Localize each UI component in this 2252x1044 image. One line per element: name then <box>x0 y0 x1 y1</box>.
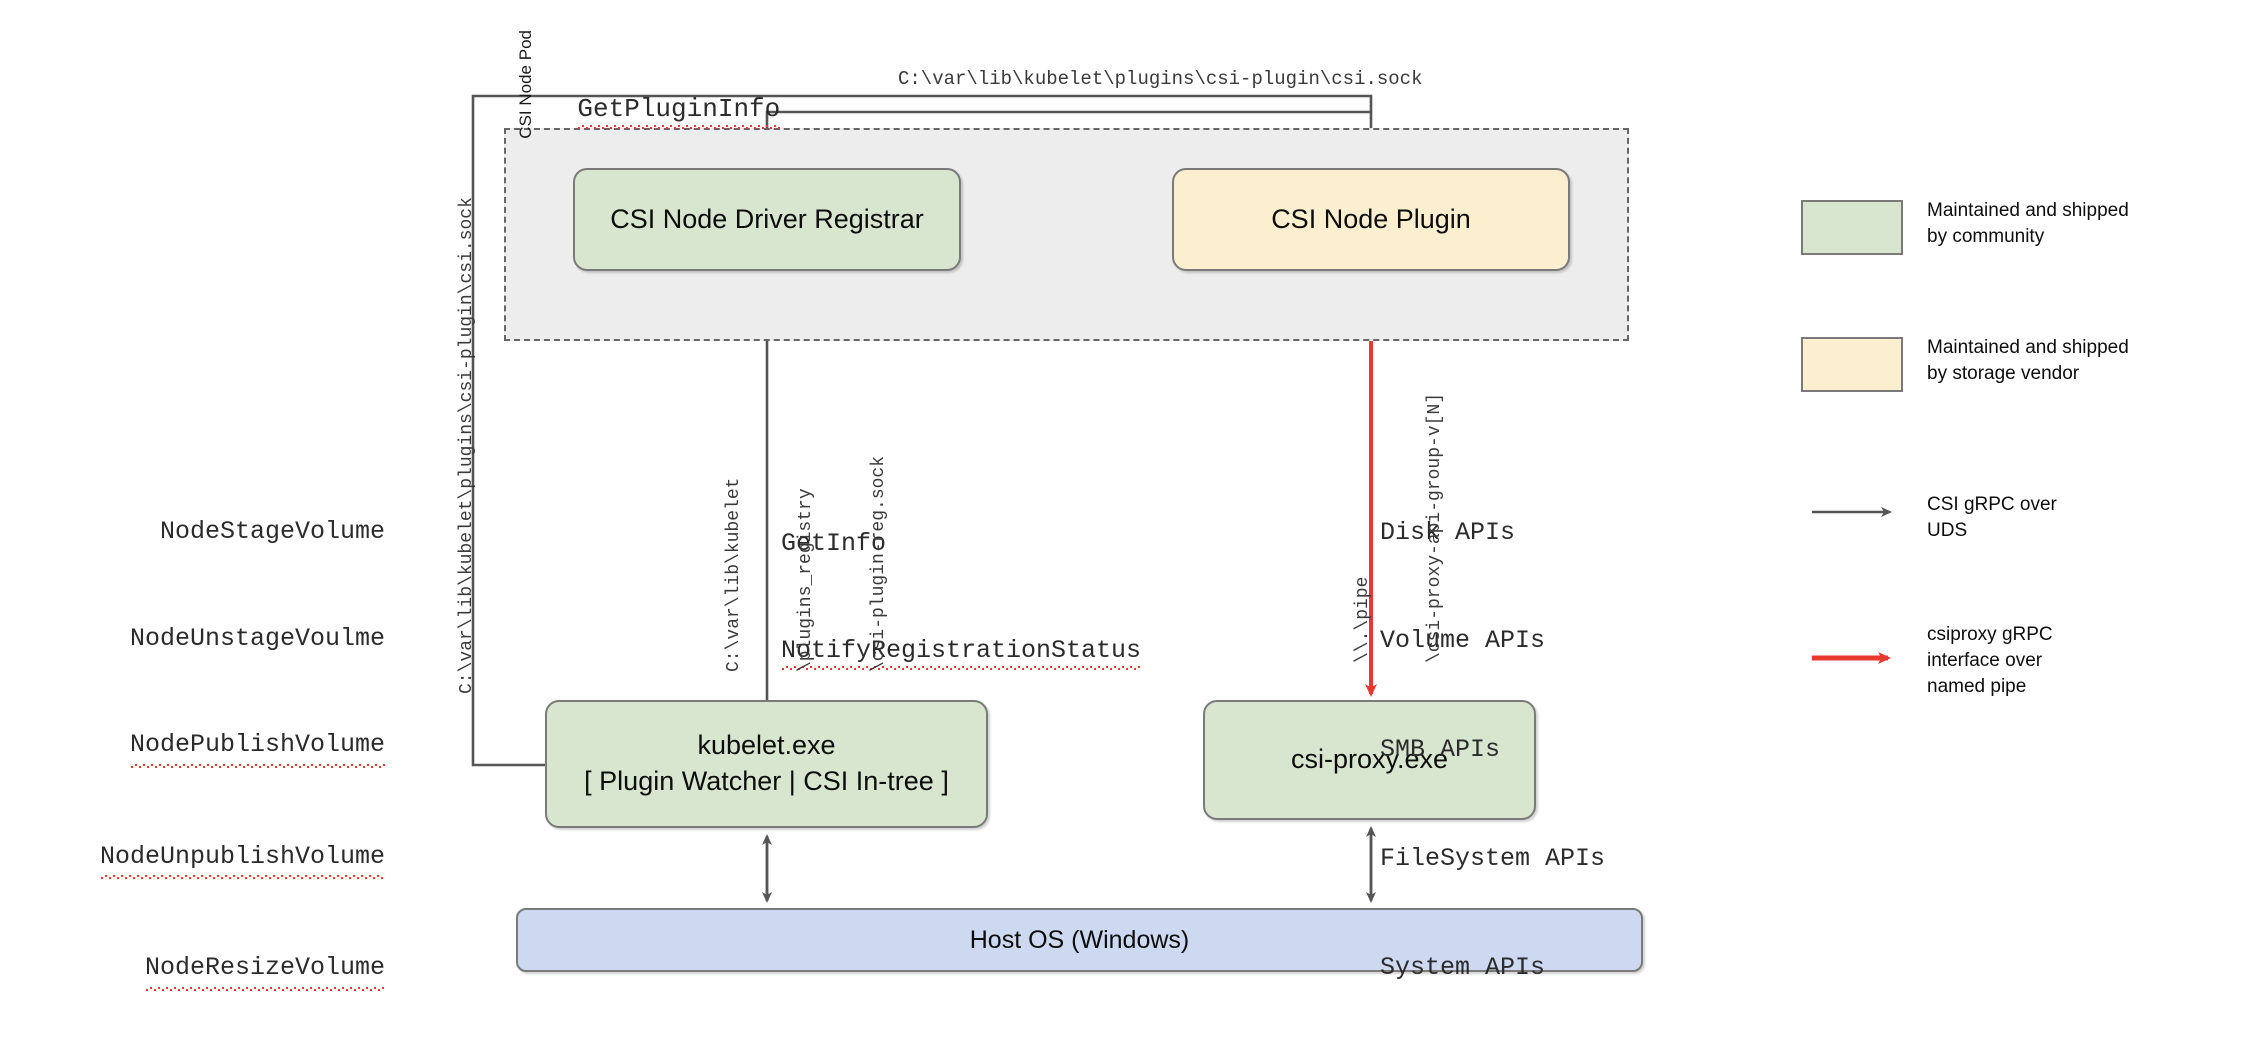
node-op-item: NodeStageVolume <box>159 517 385 546</box>
box-csi-proxy-exe-label: csi-proxy.exe <box>1290 744 1449 775</box>
legend-label-community-line2: by community <box>1927 226 2045 248</box>
legend-label-vendor-line1: Maintained and shipped <box>1927 337 2129 358</box>
label-vertical-registration-sock-path: C:\var\lib\kubelet \plugins_registry \cs… <box>673 456 940 672</box>
box-csi-node-driver-registrar[interactable]: CSI Node Driver Registrar <box>573 168 961 271</box>
named-pipe-line: \\.\pipe <box>1352 576 1373 663</box>
api-item: System APIs <box>1380 952 1546 982</box>
label-get-info: GetInfo <box>781 529 887 558</box>
box-kubelet-exe-label-line1: kubelet.exe <box>697 730 836 761</box>
label-top-socket-path: C:\var\lib\kubelet\plugins\csi-plugin\cs… <box>898 68 1423 90</box>
label-notify-registration-status: NotifyRegistrationStatus <box>781 635 1142 670</box>
label-api-group-list: Disk APIs Volume APIs SMB APIs FileSyste… <box>1380 442 1605 1044</box>
box-kubelet-exe-text: kubelet.exe [ Plugin Watcher | CSI In-tr… <box>584 728 949 799</box>
named-pipe-line: \csi-proxy-api-group-v[N] <box>1425 392 1446 663</box>
legend-label-community: Maintained and shipped by community <box>1927 198 2187 250</box>
api-item: FileSystem APIs <box>1380 843 1606 873</box>
legend-label-uds-line1: CSI gRPC over <box>1927 494 2057 515</box>
api-item: Disk APIs <box>1380 517 1516 547</box>
legend-swatch-community <box>1801 200 1903 255</box>
node-op-item: NodePublishVolume <box>129 727 385 768</box>
label-node-operations-list: NodeStageVolume NodeUnstageVoulme NodePu… <box>95 443 385 1044</box>
legend-label-uds-line2: UDS <box>1927 520 1968 542</box>
legend-label-csiproxy-named-pipe: csiproxy gRPC interface over named pipe <box>1927 622 2187 701</box>
registration-sock-line: \plugins_registry <box>796 488 817 672</box>
registration-sock-line: C:\var\lib\kubelet <box>723 477 744 672</box>
legend-swatch-storage-vendor <box>1801 337 1903 392</box>
box-host-os-label: Host OS (Windows) <box>969 925 1190 954</box>
box-csi-node-driver-registrar-label: CSI Node Driver Registrar <box>610 203 924 234</box>
label-get-plugin-info: GetPluginInfo <box>515 64 781 154</box>
legend-label-pipe-line3: named pipe <box>1927 676 2027 698</box>
box-kubelet-exe-label-line2: [ Plugin Watcher | CSI In-tree ] <box>584 766 949 796</box>
label-vertical-named-pipe-path: \\.\pipe \csi-proxy-api-group-v[N] <box>1302 393 1496 663</box>
node-op-item: NodeUnstageVoulme <box>129 623 385 653</box>
box-kubelet-exe[interactable]: kubelet.exe [ Plugin Watcher | CSI In-tr… <box>545 700 988 828</box>
node-op-item: NodeUnpublishVolume <box>99 838 385 880</box>
node-op-item: NodeResizeVolume <box>144 950 385 991</box>
label-get-plugin-info-text: GetPluginInfo <box>577 94 781 129</box>
legend-label-storage-vendor: Maintained and shipped by storage vendor <box>1927 335 2187 387</box>
registration-sock-line: \csi-plugin-reg.sock <box>869 455 890 672</box>
box-csi-proxy-exe[interactable]: csi-proxy.exe <box>1203 700 1536 820</box>
legend-label-pipe-line1: csiproxy gRPC <box>1927 624 2053 645</box>
box-csi-node-plugin[interactable]: CSI Node Plugin <box>1172 168 1570 271</box>
legend-label-community-line1: Maintained and shipped <box>1927 200 2129 221</box>
legend-label-csi-grpc-uds: CSI gRPC over UDS <box>1927 492 2187 544</box>
api-item: SMB APIs <box>1380 735 1501 764</box>
label-vertical-csi-sock-path: C:\var\lib\kubelet\plugins\csi-plugin\cs… <box>457 197 477 694</box>
box-csi-node-plugin-label: CSI Node Plugin <box>1271 203 1471 234</box>
legend-label-vendor-line2: by storage vendor <box>1927 363 2080 385</box>
legend-label-pipe-line2: interface over <box>1927 650 2043 672</box>
box-host-os[interactable]: Host OS (Windows) <box>516 908 1643 972</box>
api-item: Volume APIs <box>1380 626 1546 656</box>
label-registration-rpcs: GetInfo NotifyRegistrationStatus <box>781 455 1142 739</box>
